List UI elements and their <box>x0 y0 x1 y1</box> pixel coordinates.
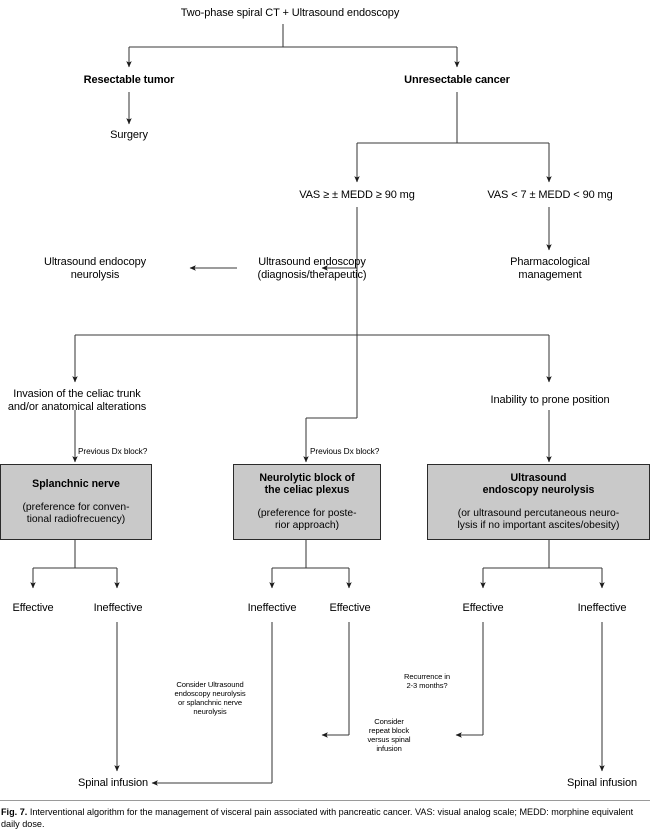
figure-caption-text: Interventional algorithm for the managem… <box>1 807 634 830</box>
node-invasion-celiac-trunk: Invasion of the celiac trunk and/or anat… <box>7 388 147 413</box>
figure-caption: Fig. 7. Interventional algorithm for the… <box>0 806 650 830</box>
box-splanchnic-nerve[interactable]: Splanchnic nerve (preference for conven-… <box>0 464 152 540</box>
terminal-spinal-infusion-left: Spinal infusion <box>77 777 149 789</box>
annotation-recurrence: Recurrence in 2-3 months? <box>404 672 450 690</box>
box-neurolytic-block[interactable]: Neurolytic block of the celiac plexus (p… <box>233 464 381 540</box>
node-inability-prone-position: Inability to prone position <box>490 394 610 406</box>
box-neurolytic-block-subtext: (preference for poste- rior approach) <box>257 508 357 532</box>
node-pharmacological-management: Pharmacological management <box>510 256 590 281</box>
node-vas-low: VAS < 7 ± MEDD < 90 mg <box>487 189 613 201</box>
outcome-right-effective: Effective <box>462 602 504 614</box>
caption-divider <box>0 800 650 801</box>
node-root: Two-phase spiral CT + Ultrasound endosco… <box>180 7 400 19</box>
node-ultrasound-endoscopy: Ultrasound endoscopy (diagnosis/therapeu… <box>257 256 367 281</box>
flowchart-connectors <box>30 24 605 786</box>
box-ultrasound-endoscopy-neurolysis-heading: Ultrasound endoscopy neurolysis <box>482 471 595 497</box>
node-unresectable-cancer: Unresectable cancer <box>404 74 510 86</box>
node-surgery: Surgery <box>110 129 148 141</box>
box-neurolytic-block-heading: Neurolytic block of the celiac plexus <box>259 471 355 497</box>
figure-number: Fig. 7. <box>1 807 28 817</box>
node-resectable-tumor: Resectable tumor <box>83 74 175 86</box>
outcome-left-effective: Effective <box>12 602 54 614</box>
outcome-mid-effective: Effective <box>329 602 371 614</box>
box-splanchnic-nerve-subtext: (preference for conven- tional radiofrec… <box>22 502 130 526</box>
outcome-right-ineffective: Ineffective <box>577 602 627 614</box>
box-ultrasound-endoscopy-neurolysis[interactable]: Ultrasound endoscopy neurolysis (or ultr… <box>427 464 650 540</box>
terminal-spinal-infusion-right: Spinal infusion <box>566 777 638 789</box>
outcome-left-ineffective: Ineffective <box>93 602 143 614</box>
annotation-consider-ultrasound: Consider Ultrasound endoscopy neurolysis… <box>174 680 246 716</box>
node-ultrasound-endocopy-neurolysis: Ultrasound endocopy neurolysis <box>43 256 147 281</box>
label-previous-dx-block-left: Previous Dx block? <box>78 446 148 456</box>
node-vas-high: VAS ≥ ± MEDD ≥ 90 mg <box>299 189 415 201</box>
outcome-mid-ineffective: Ineffective <box>247 602 297 614</box>
label-previous-dx-block-mid: Previous Dx block? <box>310 446 380 456</box>
box-splanchnic-nerve-heading: Splanchnic nerve <box>32 477 120 490</box>
annotation-repeat-block: Consider repeat block versus spinal infu… <box>367 717 411 753</box>
box-ultrasound-endoscopy-neurolysis-subtext: (or ultrasound percutaneous neuro- lysis… <box>457 508 620 532</box>
